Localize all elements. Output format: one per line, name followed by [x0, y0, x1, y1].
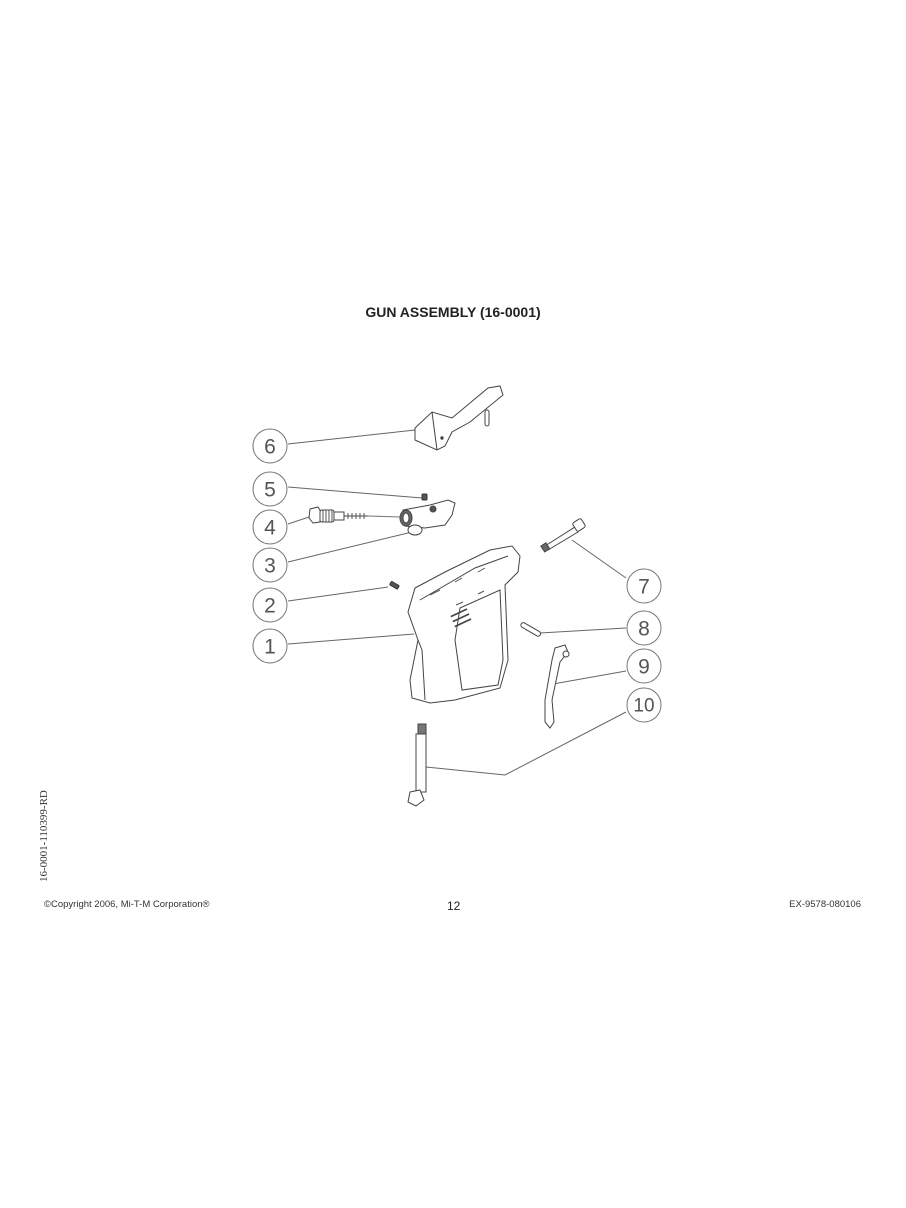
leader-7 [571, 539, 627, 579]
callout-circle-4 [252, 509, 288, 545]
part-6-cover [414, 385, 504, 451]
leader-2 [287, 586, 389, 602]
part-8-pin [520, 622, 542, 637]
leader-10 [425, 711, 627, 776]
callout-6: 6 [264, 436, 276, 459]
leader-6 [287, 429, 416, 445]
part-1-gun-body [407, 545, 521, 704]
callout-circle-9 [626, 648, 662, 684]
leader-4 [287, 515, 313, 525]
callout-1: 1 [264, 636, 276, 659]
side-document-code: 16-0001-110399-RD [38, 790, 50, 882]
part-3-valve-body [399, 499, 456, 536]
page-title: GUN ASSEMBLY (16-0001) [365, 304, 541, 320]
callout-circle-10 [626, 687, 662, 723]
leader-5 [287, 486, 423, 499]
leader-3 [287, 531, 413, 563]
part-4-valve-stem [308, 506, 401, 524]
leader-1 [287, 633, 415, 645]
callout-10: 10 [633, 696, 654, 717]
callout-9: 9 [638, 656, 650, 679]
leader-9 [552, 670, 627, 685]
part-7-fitting [540, 518, 586, 553]
leader-8 [539, 627, 627, 634]
callout-circle-2 [252, 587, 288, 623]
callout-circle-3 [252, 547, 288, 583]
callout-circle-1 [252, 628, 288, 664]
callout-circle-5 [252, 471, 288, 507]
callout-2: 2 [264, 595, 276, 618]
callout-4: 4 [264, 517, 276, 540]
callout-circle-7 [626, 568, 662, 604]
callout-3: 3 [264, 555, 276, 578]
callout-circle-6 [252, 428, 288, 464]
part-5-screw [421, 493, 428, 501]
footer-doc-code: EX-9578-080106 [789, 899, 861, 910]
callout-5: 5 [264, 479, 276, 502]
part-9-trigger [544, 644, 570, 729]
callout-circle-8 [626, 610, 662, 646]
callout-8: 8 [638, 618, 650, 641]
callout-7: 7 [638, 576, 650, 599]
footer-page-number: 12 [447, 899, 461, 913]
part-2-screw [389, 581, 400, 590]
part-10-tube [407, 723, 427, 807]
footer-copyright: ©Copyright 2006, Mi-T-M Corporation® [44, 899, 210, 910]
